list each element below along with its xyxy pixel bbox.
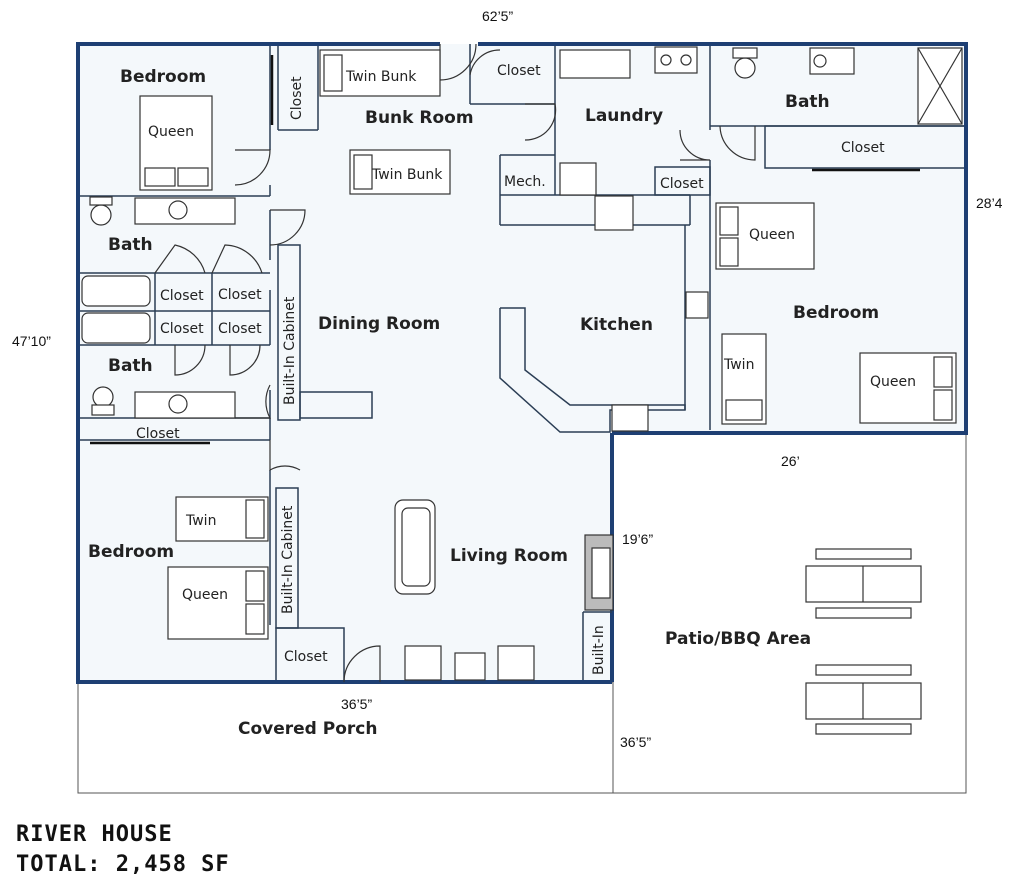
tub-2 [81,312,151,344]
toilet-2 [92,386,114,408]
tub-1 [81,275,151,307]
washer [559,49,631,79]
label-closet-top: Closet [497,63,541,79]
label-bedroom-nw: Bedroom [120,67,206,87]
furniture [81,46,963,735]
porch-area [77,681,614,794]
closet-rods [90,55,920,445]
patio-area [612,432,967,794]
chair-2 [454,652,486,681]
dim-left: 47’10” [12,333,51,349]
label-built-in: Built-In [591,625,607,675]
label-queen-e1: Queen [749,227,795,243]
label-bath-w2: Bath [108,356,153,376]
dim-right-upper: 28’4 [976,195,1003,211]
label-closet-w4: Closet [218,321,262,337]
interior-walls [78,44,966,683]
label-closet-sw: Closet [284,649,328,665]
label-kitchen: Kitchen [580,315,653,335]
dim-top: 62’5” [482,8,513,24]
dim-patio-top: 26’ [781,453,800,469]
chair-3 [497,645,535,681]
dim-patio-bottom: 36’5” [620,734,651,750]
dim-porch-top: 36’5” [341,696,372,712]
total-area: TOTAL: 2,458 SF [16,852,230,877]
label-bunk-room: Bunk Room [365,108,474,128]
label-closet-ne: Closet [841,140,885,156]
label-twin-e: Twin [723,357,754,373]
label-closet-laundry: Closet [660,176,704,192]
exterior-walls [76,42,968,684]
label-twin-bunk-2: Twin Bunk [371,167,443,183]
label-mech: Mech. [504,174,546,190]
label-closet-w1: Closet [160,288,204,304]
label-bath-w1: Bath [108,235,153,255]
label-closet-nw: Closet [289,76,305,120]
label-bedroom-e: Bedroom [793,303,879,323]
label-twin-sw: Twin [185,513,216,529]
label-built-in-cabinet-1: Built-In Cabinet [282,296,298,405]
label-closet-w2: Closet [218,287,262,303]
property-name: RIVER HOUSE [16,822,173,847]
label-twin-bunk-1: Twin Bunk [345,69,417,85]
label-living-room: Living Room [450,546,568,566]
stove [685,291,709,319]
kitchen-sink [611,404,649,432]
doors [154,43,756,683]
label-closet-w3: Closet [160,321,204,337]
label-queen-sw: Queen [182,587,228,603]
label-covered-porch: Covered Porch [238,719,377,739]
chair-1 [404,645,442,681]
label-bath-ne: Bath [785,92,830,112]
label-laundry: Laundry [585,106,663,126]
toilet-ne [734,57,756,79]
picnic-table-1 [805,548,922,619]
title-block: RIVER HOUSE TOTAL: 2,458 SF [16,820,230,880]
label-closet-w5: Closet [136,426,180,442]
picnic-table-2 [805,664,922,735]
dim-fireplace: 19’6” [622,531,653,547]
label-built-in-cabinet-2: Built-In Cabinet [280,505,296,614]
toilet-1 [90,204,112,226]
label-patio: Patio/BBQ Area [665,629,811,649]
label-bedroom-sw: Bedroom [88,542,174,562]
water-heater [559,162,597,196]
label-dining-room: Dining Room [318,314,440,334]
fridge [594,195,634,231]
label-queen-e2: Queen [870,374,916,390]
label-queen-nw: Queen [148,124,194,140]
